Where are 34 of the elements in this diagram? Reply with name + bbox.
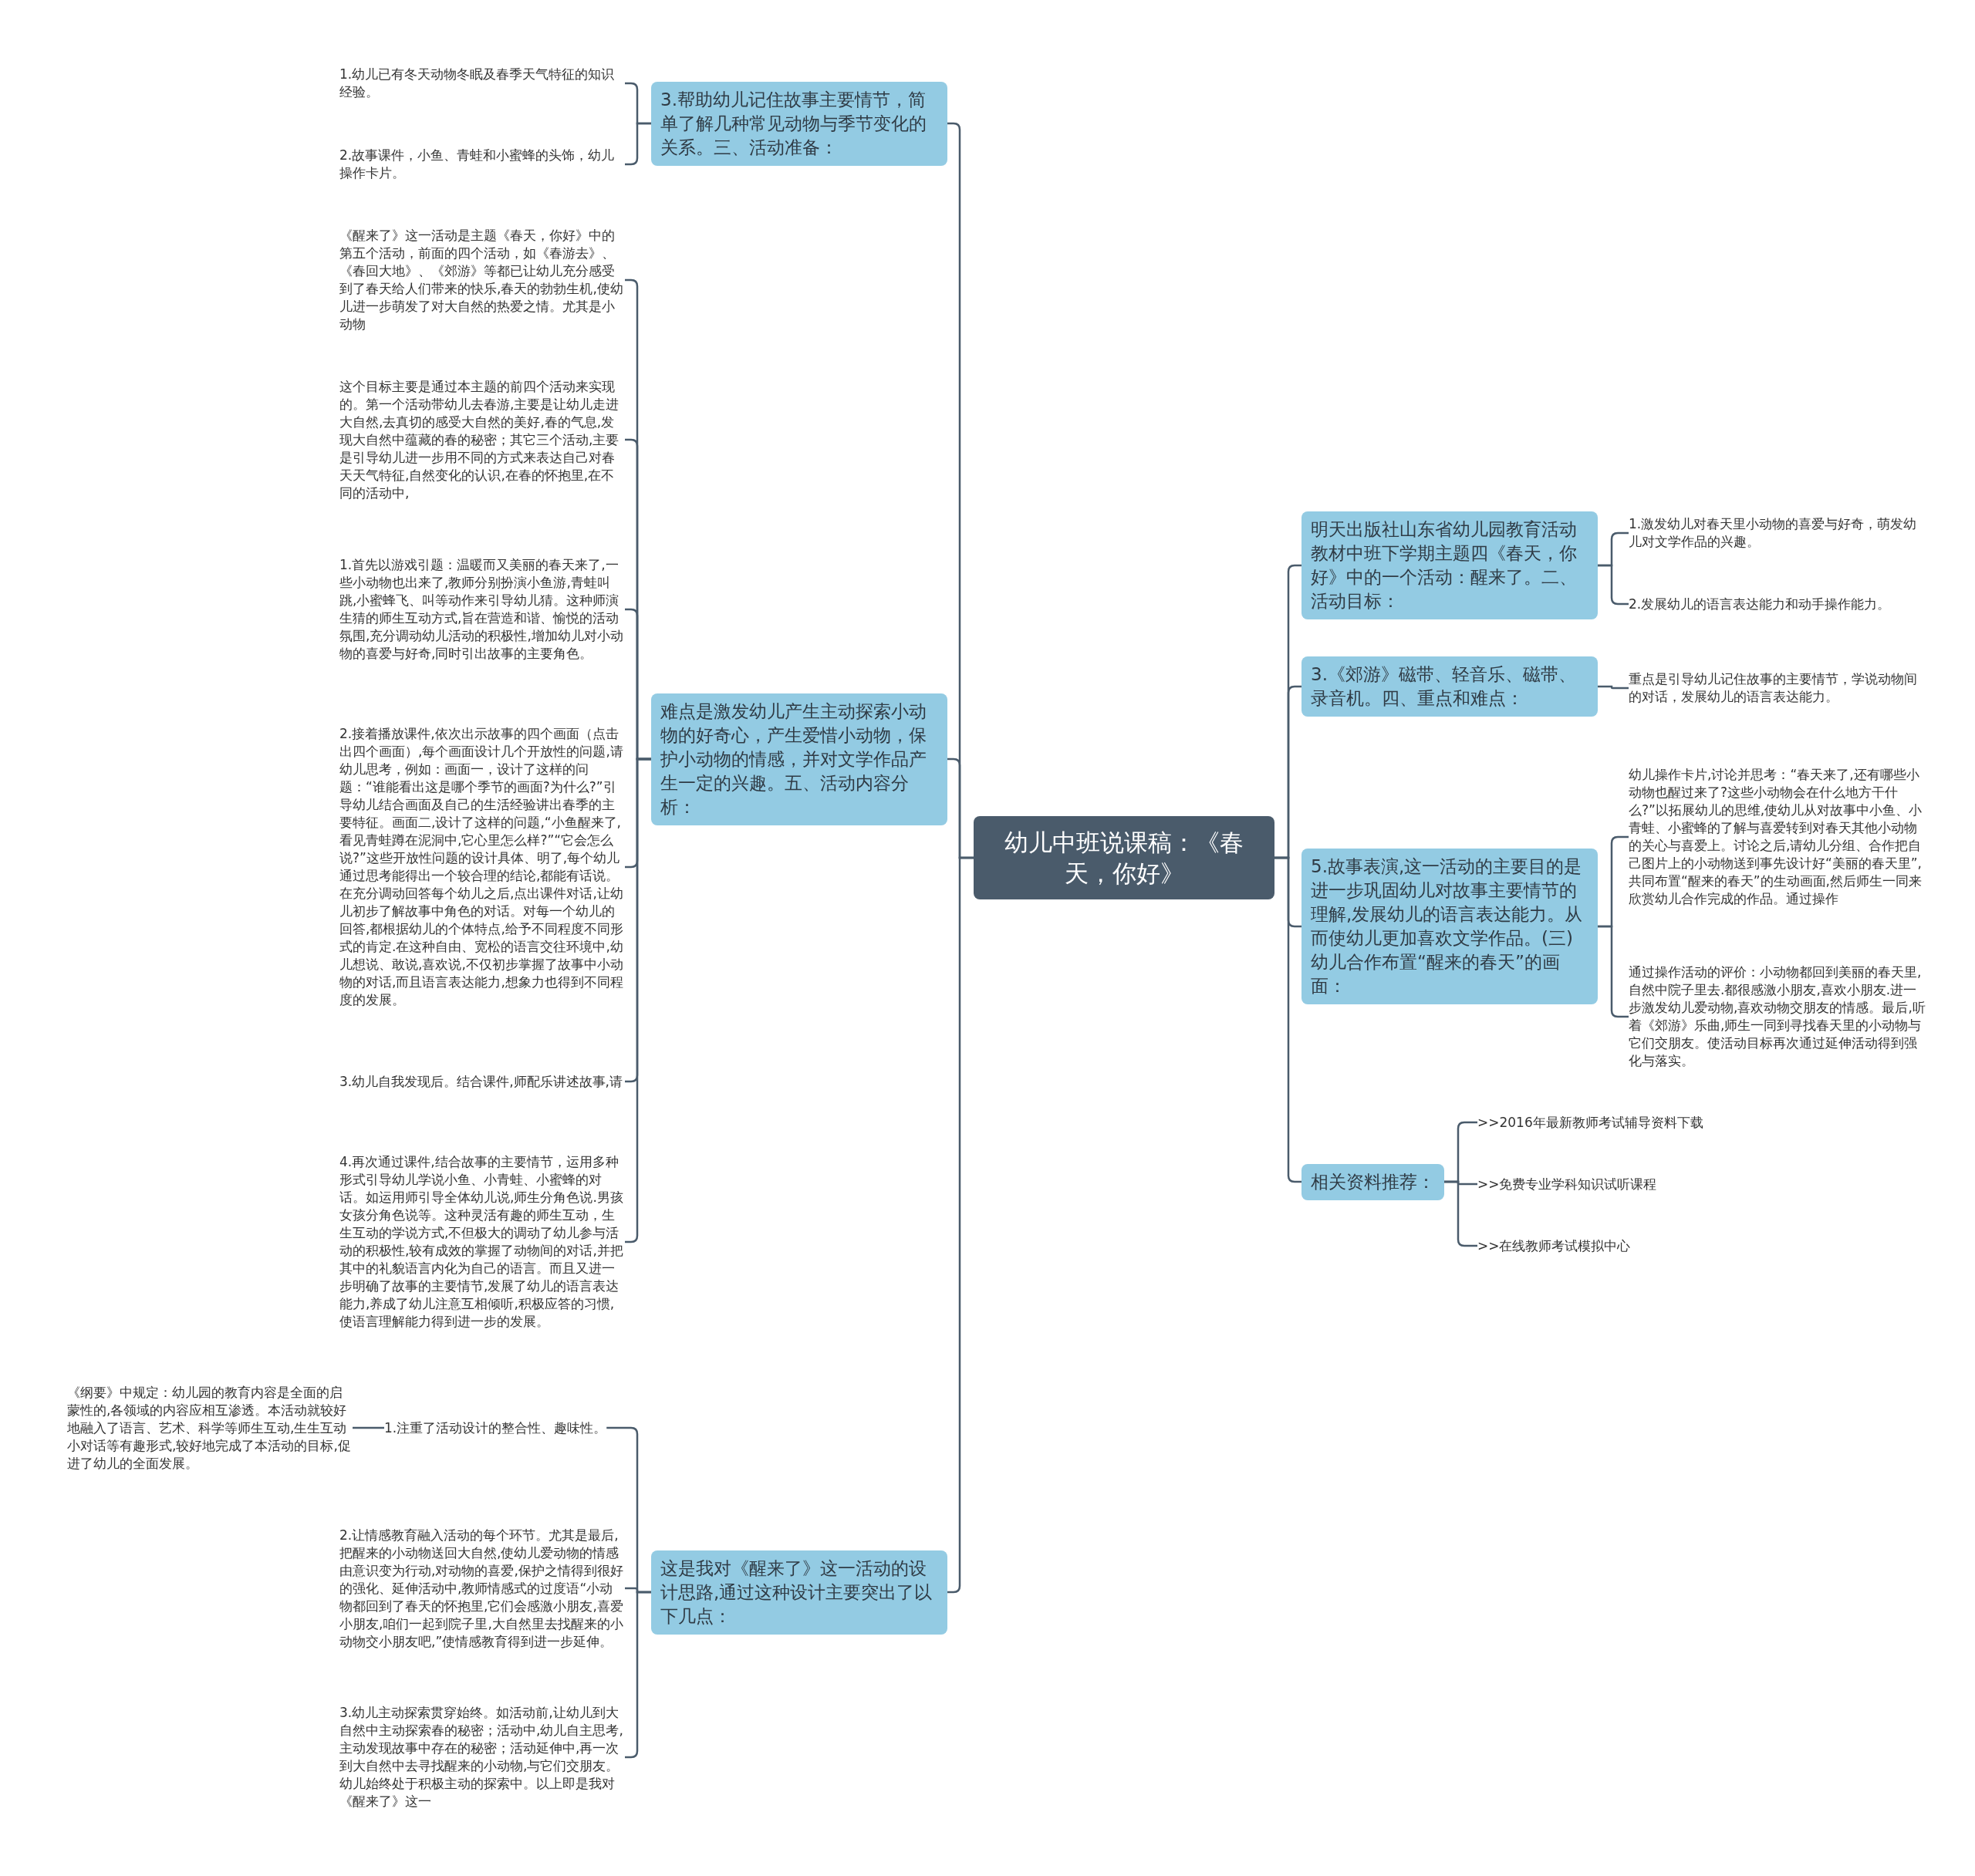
note-text: 3.幼儿主动探索贯穿始终。如活动前,让幼儿到大自然中主动探索春的秘密；活动中,幼儿自主思考,主动发现故事中存在的秘密；活动延伸中,再一次到大自然中去寻找醒来的小动物,与它们交朋友。幼儿始终处于积极主动的探索中。以上即是我对《醒来了》这一 xyxy=(339,1704,625,1810)
link-text: >>免费专业学科知识试听课程 xyxy=(1477,1175,1657,1193)
note-text: 这个目标主要是通过本主题的前四个活动来实现的。第一个活动带幼儿去春游,主要是让幼儿走进大自然,去真切的感受大自然的美好,春的气息,发现大自然中蕴藏的春的秘密；其它三个活动,主要是引导幼儿进一步用不同的方式来表达自己对春天天气特征,自然变化的认识,在春的怀抱里,在不同的活动中, xyxy=(339,377,625,502)
note-text: 《醒来了》这一活动是主题《春天，你好》中的第五个活动，前面的四个活动，如《春游去》、《春回大地》、《郊游》等都已让幼儿充分感受到了春天给人们带来的快乐,春天的勃勃生机,使幼儿进一步萌发了对大自然的热爱之情。尤其是小动物 xyxy=(339,227,625,333)
topic-box: 3.《郊游》磁带、轻音乐、磁带、录音机。四、重点和难点： xyxy=(1301,656,1598,717)
topic-box: 相关资料推荐： xyxy=(1301,1163,1444,1200)
link-text: >>2016年最新教师考试辅导资料下载 xyxy=(1477,1113,1703,1132)
note-text: 通过操作活动的评价：小动物都回到美丽的春天里,自然中院子里去.都很感激小朋友,喜欢小朋友.进一步激发幼儿爱动物,喜欢动物交朋友的情感。最后,听着《郊游》乐曲,师生一同到寻找春天里的小动物与它们交朋友。使活动目标再次通过延伸活动得到强化与落实。 xyxy=(1629,963,1926,1070)
note-text: 1.激发幼儿对春天里小动物的喜爱与好奇，萌发幼儿对文学作品的兴趣。 xyxy=(1629,515,1926,551)
connector-line xyxy=(625,122,651,166)
topic-box: 3.帮助幼儿记住故事主要情节，简单了解几种常见动物与季节变化的关系。三、活动准备： xyxy=(651,81,947,166)
connector-line xyxy=(947,856,974,1594)
note-text: 2.接着播放课件,依次出示故事的四个画面（点击出四个画面）,每个画面设计几个开放性的问题,请幼儿思考，例如：画面一，设计了这样的问题：“谁能看出这是哪个季节的画面?为什么?”引导幼儿结合画面及自己的生活经验讲出春季的主要特征。画面二,设计了这样的问题,“小鱼醒来了,看见青蛙蹲在泥洞中,它心里怎么样?”“它会怎么说?”这些开放性问题的设计具体、明了,每个幼儿通过思考能得出一个较合理的结论,都能有话说。在充分调动回答每个幼儿之后,点出课件对话,让幼儿初步了解故事中角色的对话。对每一个幼儿的回答,都根据幼儿的个体特点,给予不同程度不同形式的肯定.在这种自由、宽松的语言交往环境中,幼儿想说、敢说,喜欢说,不仅初步掌握了故事中小动物的对话,而且语言表达能力,想象力也得到不同程度的发展。 xyxy=(339,725,625,1009)
note-text: 1.注重了活动设计的整合性、趣味性。 xyxy=(384,1419,607,1437)
topic-box: 难点是激发幼儿产生主动探索小动物的好奇心，产生爱惜小动物，保护小动物的情感，并对文学作品产生一定的兴趣。五、活动内容分析： xyxy=(651,693,947,825)
note-text: 重点是引导幼儿记住故事的主要情节，学说动物间的对话，发展幼儿的语言表达能力。 xyxy=(1629,670,1926,706)
note-text: 2.让情感教育融入活动的每个环节。尤其是最后,把醒来的小动物送回大自然,使幼儿爱动物的情感由意识变为行动,对动物的喜爱,保护之情得到很好的强化、延伸活动中,教师情感式的过度语“小动物都回到了春天的怀抱里,它们会感激小朋友,喜爱小朋友,咱们一起到院子里,大自然里去找醒来的小动物交小朋友吧,”使情感教育得到进一步延伸。 xyxy=(339,1526,625,1651)
root-topic-box: 幼儿中班说课稿：《春天，你好》 xyxy=(974,816,1274,899)
topic-box: 明天出版社山东省幼儿园教育活动教材中班下学期主题四《春天，你好》中的一个活动：醒来了。二、活动目标： xyxy=(1301,511,1598,619)
topic-box: 这是我对《醒来了》这一活动的设计思路,通过这种设计主要突出了以下几点： xyxy=(651,1550,947,1635)
note-text: 2.故事课件，小鱼、青蛙和小蜜蜂的头饰，幼儿操作卡片。 xyxy=(339,147,625,182)
note-text: 《纲要》中规定：幼儿园的教育内容是全面的启蒙性的,各领域的内容应相互渗透。本活动就较好地融入了语言、艺术、科学等师生互动,生生互动小对话等有趣形式,较好地完成了本活动的目标,促进了幼儿的全面发展。 xyxy=(67,1383,353,1473)
link-text: >>在线教师考试模拟中心 xyxy=(1477,1237,1631,1255)
connector-line xyxy=(1598,685,1629,690)
connector-line xyxy=(353,1426,384,1429)
connector-line xyxy=(1598,564,1629,606)
topic-box: 5.故事表演,这一活动的主要目的是进一步巩固幼儿对故事主要情节的理解,发展幼儿的语言表达能力。从而使幼儿更加喜欢文学作品。(三)幼儿合作布置“醒来的春天”的画面： xyxy=(1301,849,1598,1004)
note-text: 3.幼儿自我发现后。结合课件,师配乐讲述故事,请 xyxy=(339,1072,625,1091)
connector-line xyxy=(1274,856,1301,1183)
note-text: 1.首先以游戏引题：温暖而又美丽的春天来了,一些小动物也出来了,教师分别扮演小鱼游,青蛙叫跳,小蜜蜂飞、叫等动作来引导幼儿猜。这种师演生猜的师生互动方式,旨在营造和谐、愉悦的活动氛围,充分调动幼儿活动的积极性,增加幼儿对小动物的喜爱与好奇,同时引出故事的主要角色。 xyxy=(339,556,625,663)
note-text: 4.再次通过课件,结合故事的主要情节，运用多种形式引导幼儿学说小鱼、小青蛙、小蜜蜂的对话。如运用师引导全体幼儿说,师生分角色说.男孩女孩分角色说等。这种灵活有趣的师生互动，生生互动的学说方式,不但极大的调动了幼儿参与活动的积极性,较有成效的掌握了动物间的对话,并把其中的礼貌语言内化为自己的语言。而且又进一步明确了故事的主要情节,发展了幼儿的语言表达能力,养成了幼儿注意互相倾听,积极应答的习惯,使语言理解能力得到进一步的发展。 xyxy=(339,1153,625,1331)
note-text: 1.幼儿已有冬天动物冬眠及春季天气特征的知识经验。 xyxy=(339,66,625,101)
note-text: 2.发展幼儿的语言表达能力和动手操作能力。 xyxy=(1629,595,1891,613)
note-text: 幼儿操作卡片,讨论并思考：“春天来了,还有哪些小动物也醒过来了?这些小动物会在什么地方干什么?”以拓展幼儿的思维,使幼儿从对故事中小鱼、小青蛙、小蜜蜂的了解与喜爱转到对春天其他小动物的关心与喜爱上。讨论之后,请幼儿分组、合作把自己图片上的小动物送到事先设计好“美丽的春天里”,共同布置“醒来的春天”的生动画面,然后师生一同来欣赏幼儿合作完成的作品。通过操作 xyxy=(1629,766,1926,908)
